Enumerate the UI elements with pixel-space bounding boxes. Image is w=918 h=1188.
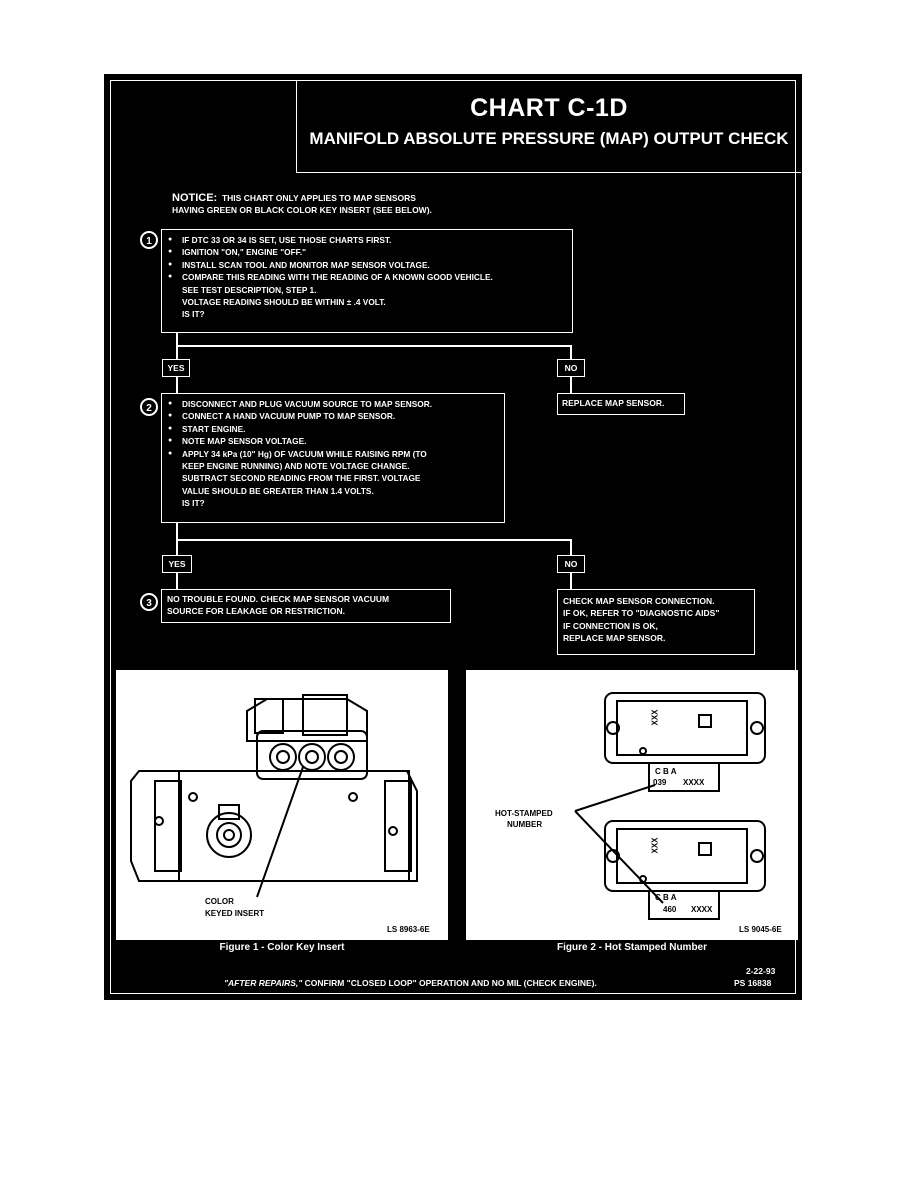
diagnostic-chart-sheet: CHART C-1D MANIFOLD ABSOLUTE PRESSURE (M… [104, 74, 802, 1000]
yes-label-2: YES [162, 555, 192, 573]
figure-2-top-pins: C B A [655, 767, 677, 776]
check-connection-line-4: REPLACE MAP SENSOR. [563, 633, 666, 644]
step-1-continued: SEE TEST DESCRIPTION, STEP 1. [182, 284, 317, 295]
figure-2-bottom-pins: C B A [655, 893, 677, 902]
connector-line [176, 333, 178, 347]
step-1-marker: 1 [140, 231, 158, 249]
step-2-continued: VALUE SHOULD BE GREATER THAN 1.4 VOLTS. [182, 485, 374, 496]
footer-after-repairs: "AFTER REPAIRS," [224, 978, 303, 988]
yes-label-1: YES [162, 359, 190, 377]
step-2-item: START ENGINE. [166, 423, 500, 436]
check-connection-line-2: IF OK, REFER TO "DIAGNOSTIC AIDS" [563, 608, 720, 619]
step-3-line-2: SOURCE FOR LEAKAGE OR RESTRICTION. [167, 606, 346, 617]
step-3-box: NO TROUBLE FOUND. CHECK MAP SENSOR VACUU… [161, 589, 451, 623]
step-3-marker: 3 [140, 593, 158, 611]
notice-block: NOTICE: THIS CHART ONLY APPLIES TO MAP S… [172, 192, 432, 216]
figure-2-code: LS 9045-6E [739, 925, 782, 934]
figure-2-xxx-label: XXX [650, 837, 660, 854]
notice-label: NOTICE: [172, 192, 218, 204]
figure-2-bottom-number: 460 [663, 905, 677, 914]
step-2-item: NOTE MAP SENSOR VOLTAGE. [166, 435, 500, 448]
figure-2-caption: Figure 2 - Hot Stamped Number [556, 942, 707, 953]
chart-subtitle: MANIFOLD ABSOLUTE PRESSURE (MAP) OUTPUT … [309, 129, 789, 148]
step-2-continued: KEEP ENGINE RUNNING) AND NOTE VOLTAGE CH… [182, 461, 410, 472]
replace-map-sensor-box: REPLACE MAP SENSOR. [557, 393, 685, 415]
figure-2-top-number: 039 [653, 778, 667, 787]
step-1-item: IF DTC 33 OR 34 IS SET, USE THOSE CHARTS… [166, 234, 568, 247]
map-sensor-drawing-icon [130, 694, 418, 898]
connector-line [176, 539, 572, 541]
step-1-item: INSTALL SCAN TOOL AND MONITOR MAP SENSOR… [166, 259, 568, 272]
footer-instruction: CONFIRM "CLOSED LOOP" OPERATION AND NO M… [304, 978, 597, 988]
step-2-box: DISCONNECT AND PLUG VACUUM SOURCE TO MAP… [161, 393, 505, 523]
figure-1-code: LS 8963-6E [387, 925, 430, 934]
connector-line [176, 377, 178, 393]
sheet-inner-border [110, 80, 796, 994]
figure-2-top-xxxx: XXXX [683, 778, 705, 787]
figure-2-callout-line-2: NUMBER [507, 820, 543, 829]
step-1-question: IS IT? [182, 309, 205, 320]
footer-note: "AFTER REPAIRS," CONFIRM "CLOSED LOOP" O… [224, 978, 597, 988]
step-2-item: DISCONNECT AND PLUG VACUUM SOURCE TO MAP… [166, 398, 500, 411]
step-2-marker: 2 [140, 398, 158, 416]
check-connection-line-3: IF CONNECTION IS OK, [563, 620, 658, 631]
figure-2-callout-line-1: HOT-STAMPED [495, 809, 553, 818]
figure-2-xxx-label: XXX [650, 709, 660, 726]
figure-2-bottom-xxxx: XXXX [691, 905, 713, 914]
notice-line-2: HAVING GREEN OR BLACK COLOR KEY INSERT (… [172, 205, 432, 215]
step-1-item: COMPARE THIS READING WITH THE READING OF… [166, 271, 568, 284]
connector-line [570, 377, 572, 393]
check-connection-line-1: CHECK MAP SENSOR CONNECTION. [563, 596, 715, 606]
connector-line [176, 523, 178, 541]
no-label-1: NO [557, 359, 585, 377]
footer-date: 2-22-93 [746, 966, 776, 976]
step-2-item: CONNECT A HAND VACUUM PUMP TO MAP SENSOR… [166, 410, 500, 423]
step-2-question: IS IT? [182, 498, 205, 509]
step-2-item: APPLY 34 kPa (10" Hg) OF VACUUM WHILE RA… [166, 448, 500, 461]
step-2-continued: SUBTRACT SECOND READING FROM THE FIRST. … [182, 473, 421, 484]
step-3-line-1: NO TROUBLE FOUND. CHECK MAP SENSOR VACUU… [167, 594, 390, 604]
connector-line [570, 539, 572, 555]
check-connection-box: CHECK MAP SENSOR CONNECTION. IF OK, REFE… [557, 589, 755, 655]
figure-1-caption: Figure 1 - Color Key Insert [219, 942, 345, 953]
title-block: CHART C-1D MANIFOLD ABSOLUTE PRESSURE (M… [296, 80, 801, 173]
footer-ps-number: PS 16838 [734, 978, 772, 988]
connector-line [176, 539, 178, 555]
no-label-2: NO [557, 555, 585, 573]
figure-1-callout-line-2: KEYED INSERT [205, 909, 265, 918]
connector-line [176, 573, 178, 589]
connector-line [176, 345, 572, 347]
figure-2-panel: C B A 039 XXXX XXX XXX HOT-STAMPED NUMBE… [466, 670, 798, 940]
figure-1-callout-line-1: COLOR [205, 897, 234, 906]
connector-line [570, 573, 572, 589]
step-1-item: IGNITION "ON," ENGINE "OFF." [166, 246, 568, 259]
notice-line-1: THIS CHART ONLY APPLIES TO MAP SENSORS [221, 193, 416, 203]
connector-line [176, 345, 178, 359]
figure-1-panel: COLOR KEYED INSERT LS 8963-6E [116, 670, 448, 940]
chart-title: CHART C-1D [470, 94, 628, 122]
step-1-box: IF DTC 33 OR 34 IS SET, USE THOSE CHARTS… [161, 229, 573, 333]
connector-line [570, 345, 572, 359]
step-1-continued: VOLTAGE READING SHOULD BE WITHIN ± .4 VO… [182, 297, 386, 308]
map-sensor-hot-stamp-icon [574, 692, 766, 920]
